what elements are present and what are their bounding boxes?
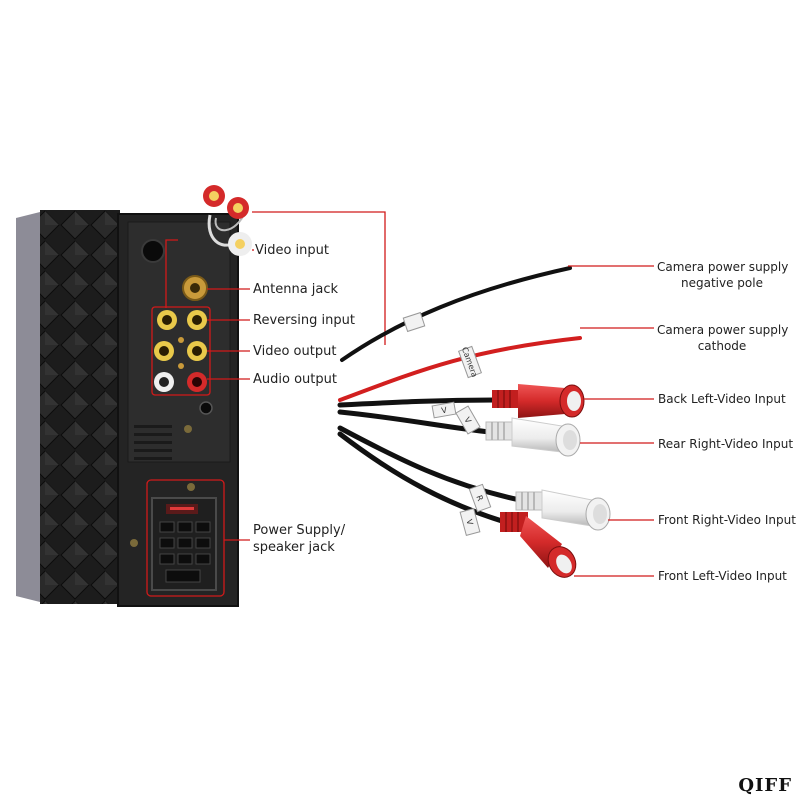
rca-jack-video-out-left xyxy=(154,341,174,361)
svg-text:V: V xyxy=(441,405,448,415)
rca-plug-back-left xyxy=(492,384,585,418)
screw xyxy=(184,425,192,433)
power-speaker-connector xyxy=(151,497,217,591)
rca-jack-video-out-right xyxy=(187,341,207,361)
screw xyxy=(187,483,195,491)
rca-jack-reversing-left xyxy=(157,310,177,330)
antenna-jack xyxy=(182,275,208,301)
label-camera-negative-line2: negative pole xyxy=(681,276,763,290)
label-power-supply-line2: speaker jack xyxy=(253,540,335,555)
highlight-connector xyxy=(146,479,225,597)
leader-lines-left xyxy=(146,211,386,597)
cable-tag-3: V xyxy=(455,405,481,435)
label-antenna-jack: Antenna jack xyxy=(253,282,339,297)
cable-tag-6: V xyxy=(459,507,481,537)
svg-text:V: V xyxy=(464,518,474,526)
leader-video-input-to-cable xyxy=(252,211,386,345)
label-reversing-input: Reversing input xyxy=(253,313,355,328)
vent-slots xyxy=(134,425,172,460)
wire-camera-cathode xyxy=(338,336,582,402)
label-front-left-video: Front Left-Video Input xyxy=(658,569,787,583)
label-front-right-video: Front Right-Video Input xyxy=(658,513,796,527)
wire-to-front-right xyxy=(337,425,523,503)
wire-to-rear-right xyxy=(337,409,493,435)
watermark: QIFF xyxy=(738,775,792,796)
label-rear-right-video: Rear Right-Video Input xyxy=(658,437,794,451)
rca-plug-front-left xyxy=(500,512,577,578)
label-back-left-video: Back Left-Video Input xyxy=(658,392,786,406)
label-audio-output: Audio output xyxy=(253,372,337,387)
cable-tag-2: Camera xyxy=(457,345,483,379)
rca-plug-front-right xyxy=(515,489,611,531)
unit-heatsink xyxy=(40,210,120,604)
cable-tag-1 xyxy=(402,311,426,333)
cable-tag-4: V xyxy=(431,401,457,419)
label-camera-cathode-line2: cathode xyxy=(697,339,747,353)
wire-camera-negative xyxy=(340,266,572,362)
wire-to-back-left xyxy=(337,397,498,408)
rca-jack-reversing-right xyxy=(187,310,207,330)
rca-jack-audio-white xyxy=(154,372,174,392)
mount-hole xyxy=(141,239,165,263)
svg-text:V: V xyxy=(462,416,473,426)
label-video-input: Video input xyxy=(255,243,329,258)
label-power-supply-line1: Power Supply/ xyxy=(253,523,346,538)
head-unit xyxy=(16,185,252,607)
rca-plug-rear-right xyxy=(485,417,581,457)
highlight-rca-group xyxy=(151,306,211,396)
cable-bundle xyxy=(337,266,582,525)
label-camera-cathode-line1: Camera power supply xyxy=(657,323,789,337)
cable-tag-5: R xyxy=(468,483,492,513)
leader-reversing xyxy=(165,239,178,308)
label-camera-negative-line1: Camera power supply xyxy=(657,260,789,274)
aux-jack xyxy=(199,401,213,415)
rca-jack-audio-red xyxy=(187,372,207,392)
video-input-plugs xyxy=(203,185,252,256)
wire-to-front-left xyxy=(337,431,508,525)
svg-text:R: R xyxy=(474,494,485,503)
leader-lines-right xyxy=(568,265,654,577)
screw xyxy=(130,539,138,547)
label-video-output: Video output xyxy=(253,344,337,359)
